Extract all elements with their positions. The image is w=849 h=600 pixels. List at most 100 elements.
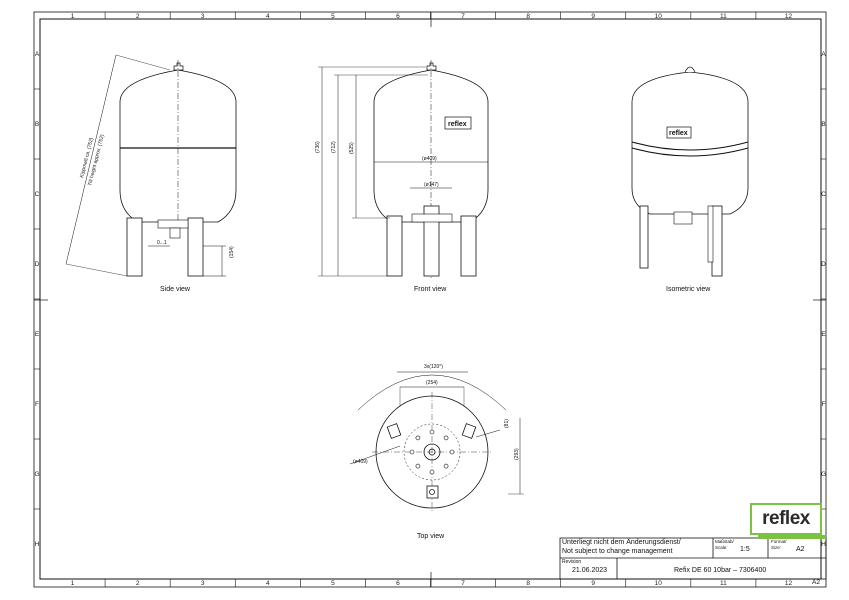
iso-brand-plate-text: reflex [669,130,688,137]
grid-col-label: 12 [785,580,793,587]
bolt-hole [415,463,421,469]
bolt-hole [429,429,435,435]
bolt-hole [443,435,449,441]
grid-col-label: 10 [655,580,663,587]
grid-col-label: 4 [266,580,270,587]
grid-row-label: F [822,401,826,408]
grid-col-label: 11 [720,580,727,587]
isometric-view [631,66,749,277]
side-clearance: 0...1 [157,240,167,246]
grid-row-label: H [35,541,40,548]
grid-row-label: A [35,51,40,58]
top-foot-right [461,423,477,439]
bolt-hole [449,449,455,455]
title-block-lines [559,537,827,580]
front-leg-spacing: (ø147) [424,182,439,188]
bolt-hole [443,463,449,469]
iso-vessel-body [631,71,749,215]
grid-row-label: H [821,541,826,548]
grid-row-label: E [35,331,40,338]
logo-text: reflex [762,508,810,529]
reflex-logo: reflex [750,503,826,539]
grid-row-label: A [821,51,826,58]
grid-col-label: 2 [136,13,140,20]
scale-label-de: Maßstab/ [715,539,734,544]
front-diameter: (ø409) [422,156,437,162]
front-leg-left [386,215,403,277]
grid-col-label: 3 [201,580,205,587]
top-offset-large: (293) [514,448,520,460]
side-leg-right [187,217,204,277]
grid-row-label: B [821,121,825,128]
top-angle: 3x(120°) [424,364,443,370]
grid-col-label: 2 [136,580,140,587]
top-pitch: (254) [426,380,438,386]
grid-row-label: D [821,261,826,268]
sheet-size-corner: A2 [812,579,820,586]
grid-col-label: 7 [461,13,465,20]
top-view [349,371,524,512]
notice-en: Not subject to change management [562,548,673,555]
iso-view-label: Isometric view [666,286,711,293]
format-label-en: Size: [771,545,782,550]
notice-de: Unterliegt nicht dem Änderungsdienst/ [562,539,681,546]
side-leg-height: (154) [229,246,235,258]
grid-col-label: 1 [71,580,75,587]
grid-col-label: 3 [201,13,205,20]
top-foot-left [386,423,402,439]
iso-leg-right [711,205,723,277]
grid-col-label: 9 [591,13,595,20]
grid-col-label: 8 [526,13,530,20]
front-leg-right [460,215,477,277]
front-brand-plate [444,116,472,130]
part-description: Refix DE 60 10bar – 7306400 [674,567,767,574]
format-label-de: Format/ [771,539,787,544]
grid-col-label: 6 [396,580,400,587]
outer-frame [33,11,827,588]
logo-shadow [758,535,826,539]
top-diameter: (ø409) [353,459,368,465]
bolt-hole [415,435,421,441]
grid-row-label: C [35,191,40,198]
side-view [65,54,237,277]
grid-row-label: D [35,261,40,268]
front-view [318,60,489,280]
revision-label: Revision [562,559,582,565]
centering-marks [34,12,826,587]
grid-row-label: G [34,471,39,478]
grid-row-label: E [821,331,826,338]
grid-col-label: 5 [331,13,335,20]
grid-col-label: 1 [71,13,75,20]
grid-col-label: 7 [461,580,465,587]
iso-brand-plate [666,126,692,139]
revision-date: 21.06.2023 [572,567,608,574]
grid-col-label: 11 [720,13,727,20]
side-view-label: Side view [160,286,191,293]
side-leg-left [126,217,143,277]
format-value: A2 [796,546,805,553]
grid-row-label: B [35,121,39,128]
front-leg-center [423,205,440,277]
grid-row-label: F [35,401,39,408]
grid-col-label: 10 [655,13,663,20]
iso-leg-left [639,205,649,269]
front-view-label: Front view [414,286,447,293]
front-brand-plate-text: reflex [448,121,467,128]
grid-col-label: 5 [331,580,335,587]
scale-value: 1:5 [740,546,750,553]
front-height-3: (525) [349,142,355,154]
grid-col-label: 9 [591,580,595,587]
bolt-hole [409,449,415,455]
grid-col-label: 4 [266,13,270,20]
front-height-2: (712) [331,141,337,153]
grid-row-label: C [821,191,826,198]
grid-col-label: 12 [785,13,793,20]
grid-col-label: 8 [526,580,530,587]
front-height-total: (736) [315,141,321,153]
top-bolt-holes [409,429,455,475]
bolt-hole [429,469,435,475]
side-top-valve [173,62,184,71]
top-view-label: Top view [417,533,445,540]
